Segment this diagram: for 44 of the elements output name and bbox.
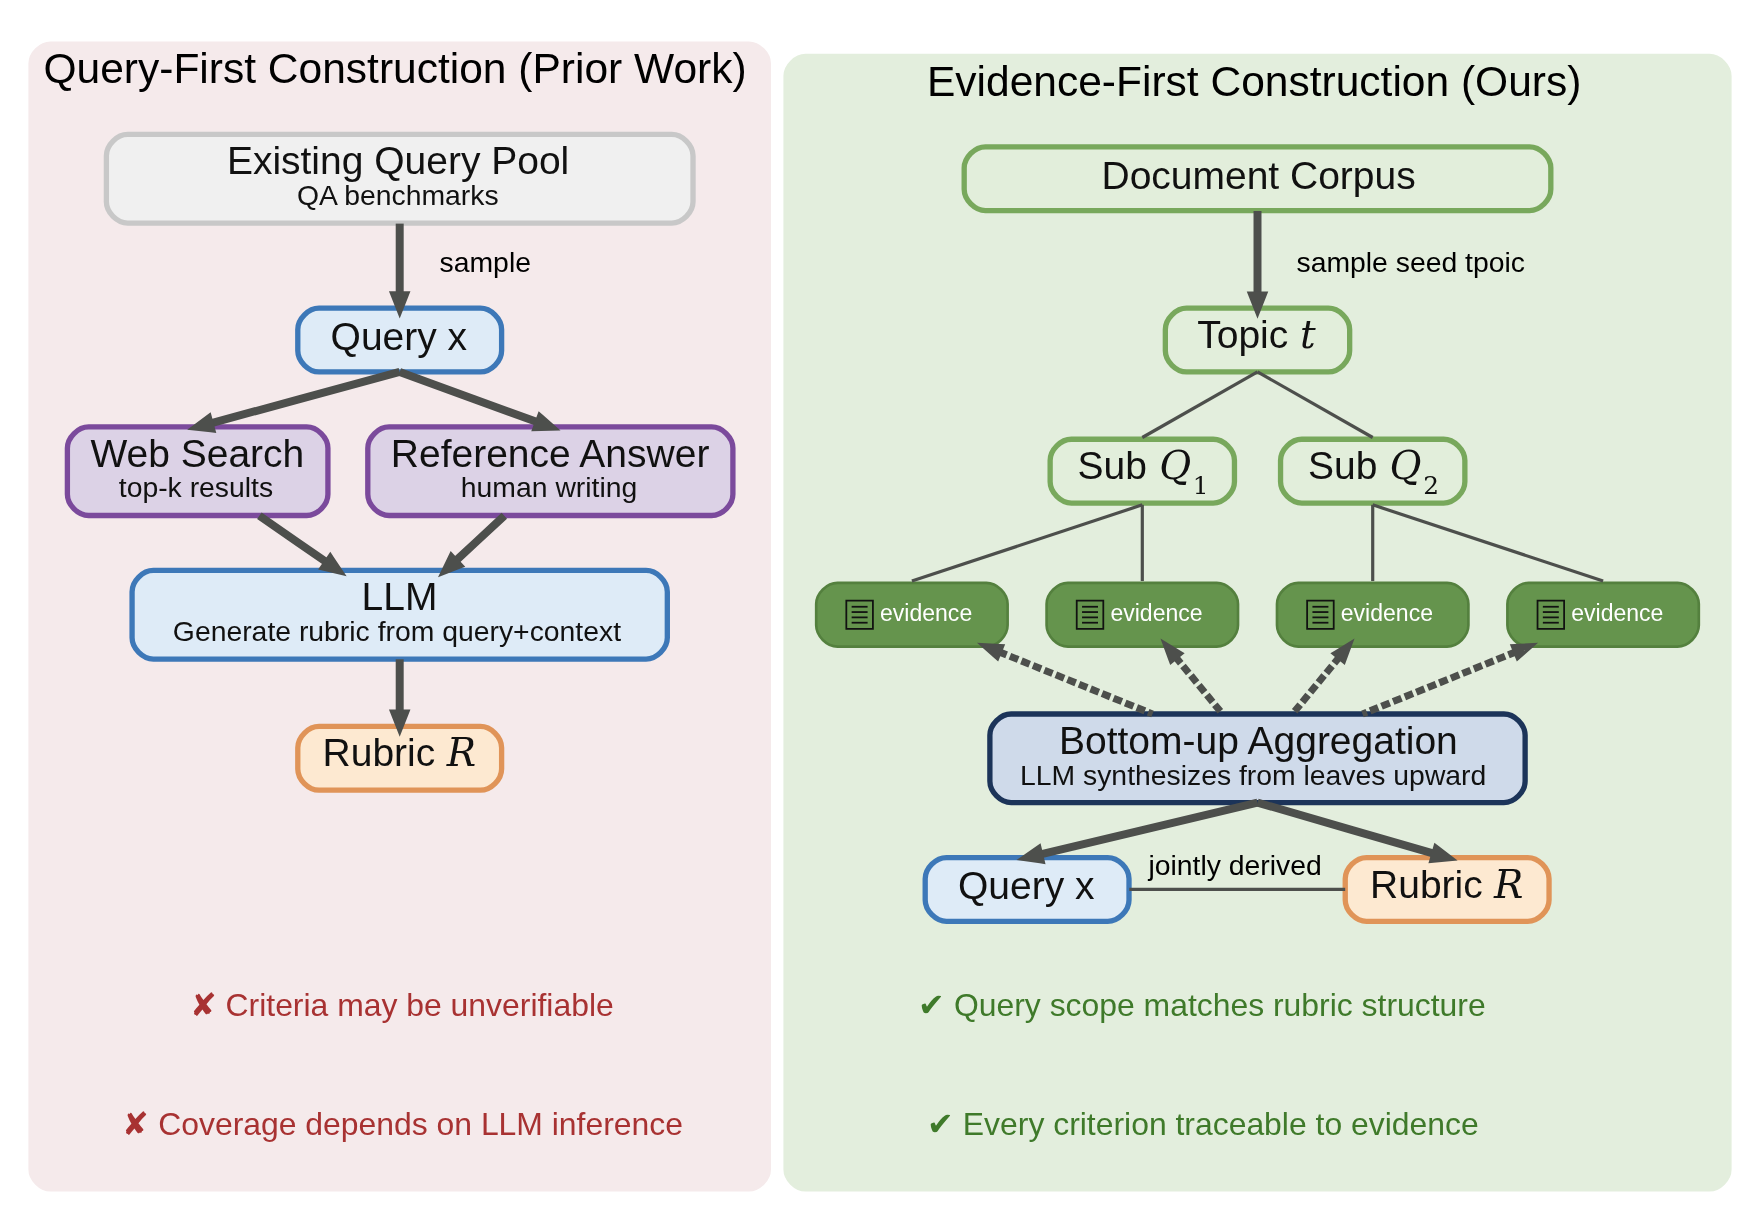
label: ✔ Query scope matches rubric structure	[918, 986, 1486, 1023]
arrow	[1016, 798, 1259, 864]
connector	[1256, 370, 1374, 439]
edge-label: sample seed tpoic	[1296, 245, 1525, 278]
node-box: Topic t	[1162, 304, 1353, 375]
node-box: Existing Query Pool QA benchmarks	[103, 131, 696, 226]
arrow	[1289, 638, 1355, 716]
connector	[911, 502, 1143, 583]
node-box: Rubric R	[1342, 854, 1552, 924]
arrow	[1160, 638, 1226, 716]
arrow	[257, 511, 347, 576]
node-box: Reference Answer human writing	[365, 423, 736, 518]
node-box: Sub Q$_{2}$	[1277, 436, 1468, 506]
arrow	[398, 367, 561, 431]
arrow	[187, 367, 401, 433]
edge-label: jointly derived	[1148, 848, 1322, 881]
connector	[1141, 370, 1259, 439]
node-box: Bottom-up Aggregation LLM synthesizes from leaves upward	[987, 710, 1528, 805]
edge-label: sample	[439, 245, 531, 278]
connector	[1129, 887, 1346, 891]
label: ✔ Every criterion traceable to evidence	[926, 1105, 1479, 1142]
node-box: Document Corpus	[961, 143, 1554, 213]
label: ✘ Coverage depends on LLM inference	[122, 1105, 683, 1142]
node-box: Query x	[922, 854, 1132, 924]
node-box: LLM Generate rubric from query+context	[129, 567, 670, 662]
arrow	[1361, 642, 1539, 717]
connector	[1140, 504, 1144, 581]
node-box: Query x	[295, 304, 505, 375]
connector	[1371, 504, 1375, 581]
node-box: evidence	[814, 581, 1009, 648]
node-box: Sub Q$_{1}$	[1047, 436, 1238, 506]
connector	[1372, 502, 1604, 583]
node-box: evidence	[1275, 581, 1470, 648]
arrow	[1246, 210, 1269, 319]
node-box: evidence	[1045, 581, 1240, 648]
node-box: Rubric R	[295, 723, 505, 793]
arrow	[388, 223, 411, 319]
arrow	[1256, 798, 1458, 863]
arrow	[438, 512, 508, 577]
arrow	[976, 642, 1154, 717]
node-box: Web Search top-k results	[64, 423, 331, 518]
node-box: evidence	[1506, 581, 1701, 648]
arrow	[388, 658, 411, 737]
label: ✘ Criteria may be unverifiable	[189, 986, 614, 1023]
